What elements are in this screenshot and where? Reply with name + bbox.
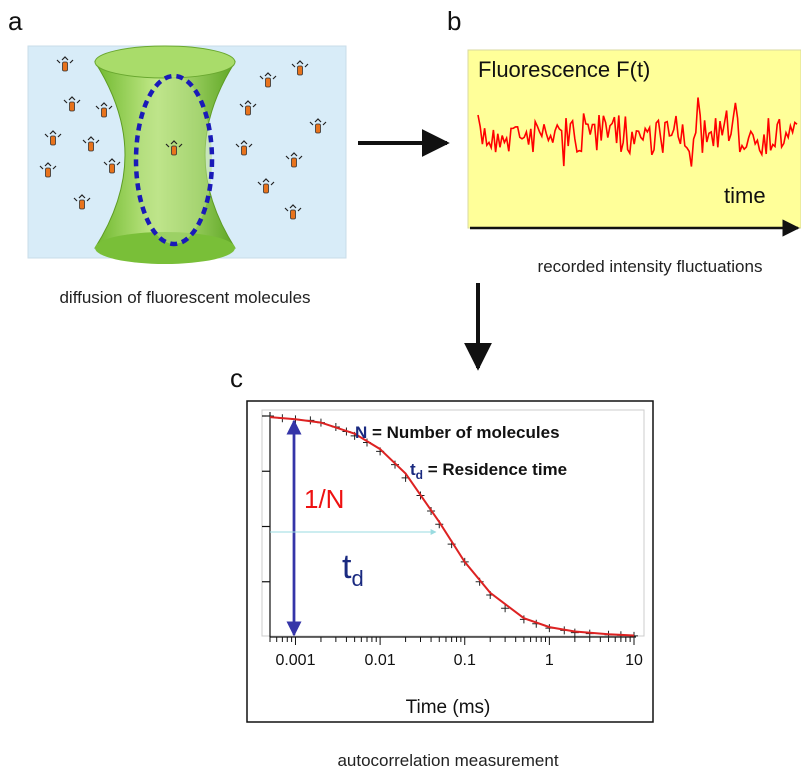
panel-c-caption: autocorrelation measurement — [337, 751, 558, 770]
molecule-icon — [82, 136, 100, 152]
detection-volume-ellipse — [133, 73, 215, 247]
legend-n-symbol: N — [355, 423, 367, 442]
legend-n: N = Number of molecules — [355, 423, 560, 442]
molecule-icon — [239, 100, 257, 116]
molecule-icon — [44, 130, 62, 146]
chart-x-tick-label: 0.01 — [365, 652, 396, 669]
panel-b-letter: b — [447, 6, 461, 36]
annotation-td: td — [342, 548, 364, 591]
molecule-icon — [103, 158, 121, 174]
molecule-icon — [95, 102, 113, 118]
molecule-icon — [39, 162, 57, 178]
annotation-one-over-n: 1/N — [304, 484, 344, 514]
panel-b-caption: recorded intensity fluctuations — [538, 257, 763, 276]
legend-n-text: = Number of molecules — [367, 423, 559, 442]
molecule-icon — [63, 96, 81, 112]
molecule-icon — [259, 72, 277, 88]
chart-marker — [501, 604, 510, 613]
annotation-td-main: t — [342, 548, 352, 586]
molecule-icon — [257, 178, 275, 194]
chart-axes — [262, 412, 636, 645]
molecule-icon — [284, 204, 302, 220]
molecule-icon — [235, 140, 253, 156]
legend-td: td = Residence time — [410, 460, 567, 482]
molecule-icon — [291, 60, 309, 76]
legend-td-text: = Residence time — [423, 460, 567, 479]
panel-b-time-label: time — [724, 183, 766, 208]
molecule-icon — [165, 140, 183, 156]
chart-x-axis-label: Time (ms) — [406, 697, 491, 718]
chart-x-tick-label: 10 — [625, 652, 643, 669]
laser-focus-cone — [94, 45, 236, 264]
molecules — [39, 56, 327, 220]
chart-x-tick-label: 0.001 — [275, 652, 315, 669]
panel-c-frame — [246, 400, 654, 723]
chart-plot-area — [261, 409, 645, 637]
chart-x-tick-label: 1 — [545, 652, 554, 669]
legend-td-sub: d — [416, 468, 423, 482]
chart-x-tick-label: 0.1 — [454, 652, 476, 669]
molecule-icon — [73, 194, 91, 210]
molecule-icon — [56, 56, 74, 72]
molecule-icon — [285, 152, 303, 168]
panel-c-letter: c — [230, 363, 243, 393]
chart-fit-line — [269, 416, 635, 637]
molecule-icon — [309, 118, 327, 134]
fluorescence-trace — [477, 97, 798, 167]
panel-b-title: Fluorescence F(t) — [478, 57, 650, 82]
panel-a-caption: diffusion of fluorescent molecules — [59, 288, 310, 307]
chart-marker — [266, 412, 274, 420]
panel-a-letter: a — [8, 6, 23, 36]
annotation-td-sub: d — [351, 566, 363, 591]
chart-tick-labels: 0.001 0.01 0.1 1 10 — [275, 652, 643, 669]
legend-td-symbol: t — [410, 460, 416, 479]
